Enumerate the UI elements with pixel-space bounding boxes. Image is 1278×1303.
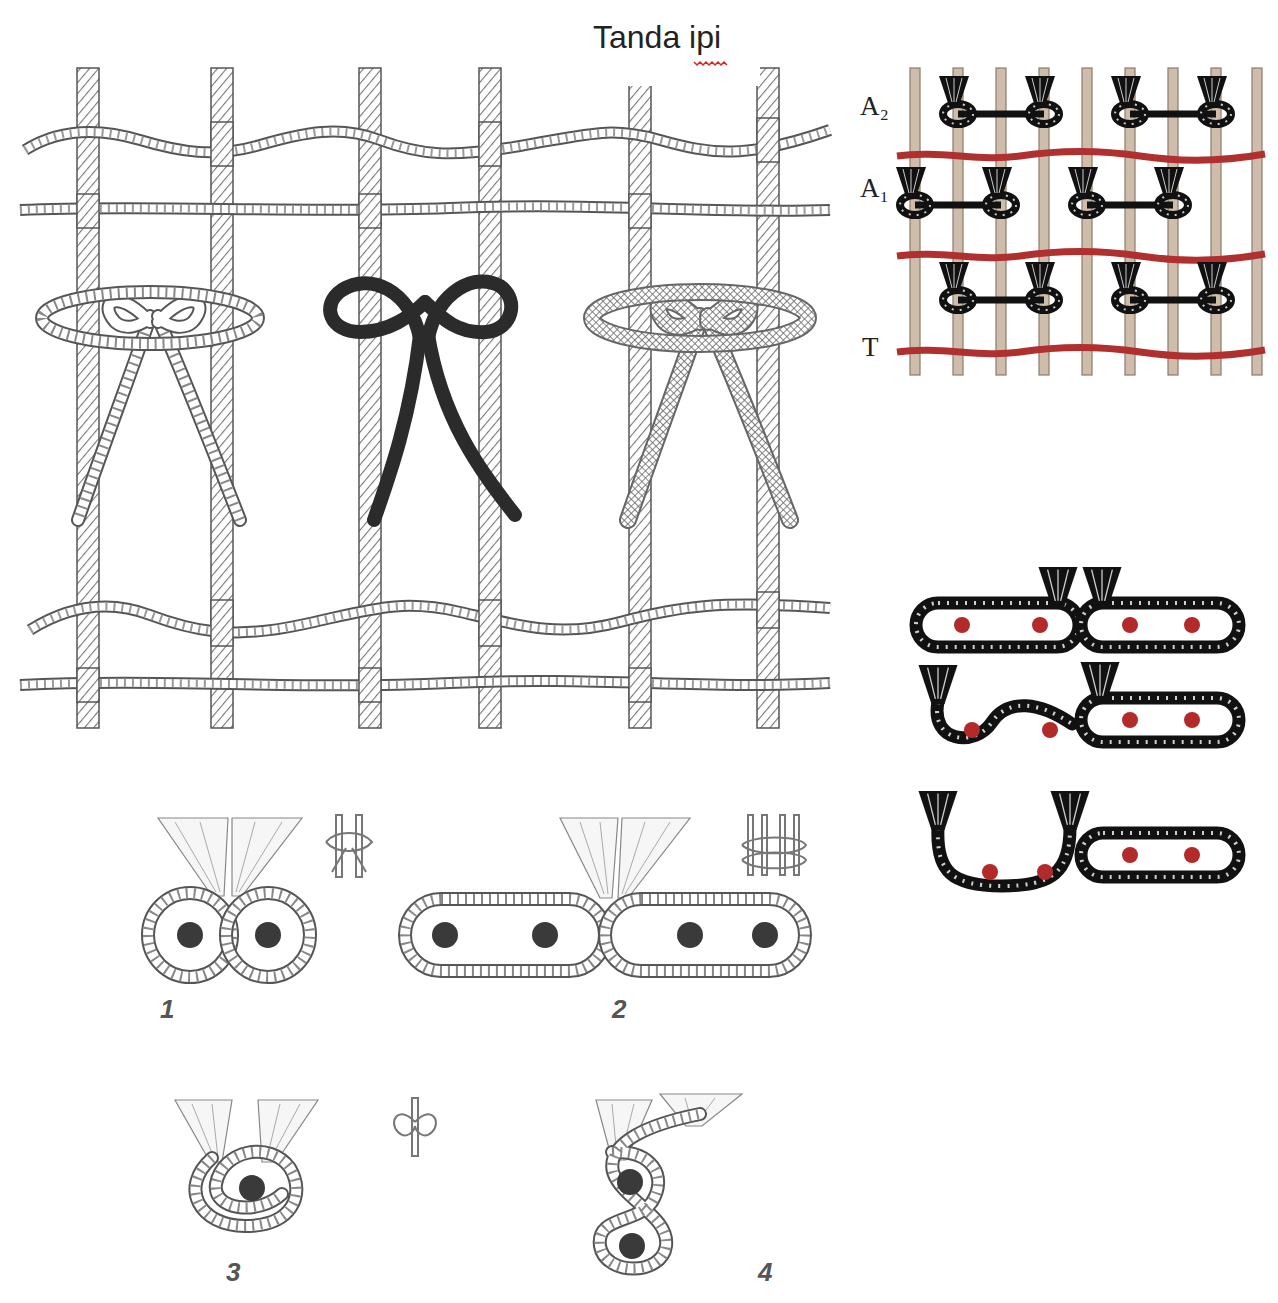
knot-icon-2: [742, 815, 806, 875]
knot-section-3: [175, 1100, 318, 1226]
title-patch: [575, 8, 760, 86]
weft-threads: [20, 130, 830, 685]
knot-cross-sections: [916, 567, 1239, 886]
knot-rows-panel: [896, 68, 1265, 375]
knot-icon-3: [394, 1098, 436, 1156]
figure-number: 4: [758, 1258, 772, 1287]
hatched-knot: [592, 292, 808, 520]
knot-section-4: [596, 1094, 742, 1269]
knot-icon-1: [326, 815, 372, 877]
row-label: A₁: [860, 174, 889, 204]
knot-section-2: [405, 818, 805, 971]
spellcheck-squiggle: [694, 62, 727, 65]
figure-number: 1: [160, 995, 174, 1024]
dark-knot: [330, 281, 515, 520]
knot-section-1: [148, 818, 310, 977]
title: Tanda ipi: [593, 20, 721, 55]
warp-overlaps: [77, 118, 779, 702]
row-label: T: [862, 333, 879, 363]
symmetric-knot: [42, 292, 258, 520]
figure-number: 3: [226, 1258, 240, 1287]
figure-number: 2: [612, 995, 626, 1024]
row-label: A₂: [860, 92, 889, 122]
